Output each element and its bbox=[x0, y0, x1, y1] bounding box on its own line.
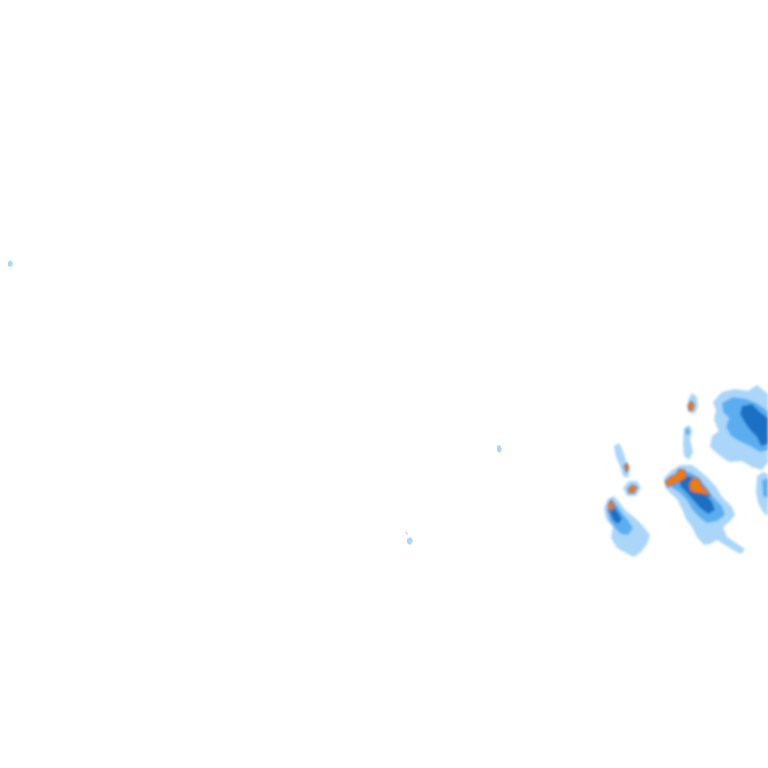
echo-southwest-knot-intense bbox=[627, 484, 638, 494]
echo-central-east-intense-west bbox=[664, 468, 688, 488]
echo-north-cell-intense bbox=[687, 400, 695, 412]
echo-northeast-tail-medium bbox=[762, 478, 768, 498]
echo-southwest-intense bbox=[607, 499, 615, 512]
echo-central-east-heavy bbox=[680, 476, 715, 514]
echo-center-small bbox=[497, 445, 502, 453]
echo-central-east-intense-east bbox=[688, 476, 711, 497]
echo-southwest-stem-intense bbox=[623, 462, 630, 473]
echo-far-west bbox=[8, 260, 13, 267]
echo-cluster-central-east bbox=[664, 465, 745, 554]
echo-cluster-north-central bbox=[683, 393, 698, 460]
echo-north-drip-light bbox=[683, 425, 693, 460]
echo-north-drip-medium bbox=[685, 428, 690, 435]
echo-cluster-northeast bbox=[710, 385, 768, 516]
echo-cluster-southwest bbox=[604, 443, 650, 557]
echo-south-center bbox=[405, 532, 413, 545]
echo-northeast-heavy bbox=[740, 404, 768, 446]
isolated-echoes bbox=[8, 260, 502, 545]
